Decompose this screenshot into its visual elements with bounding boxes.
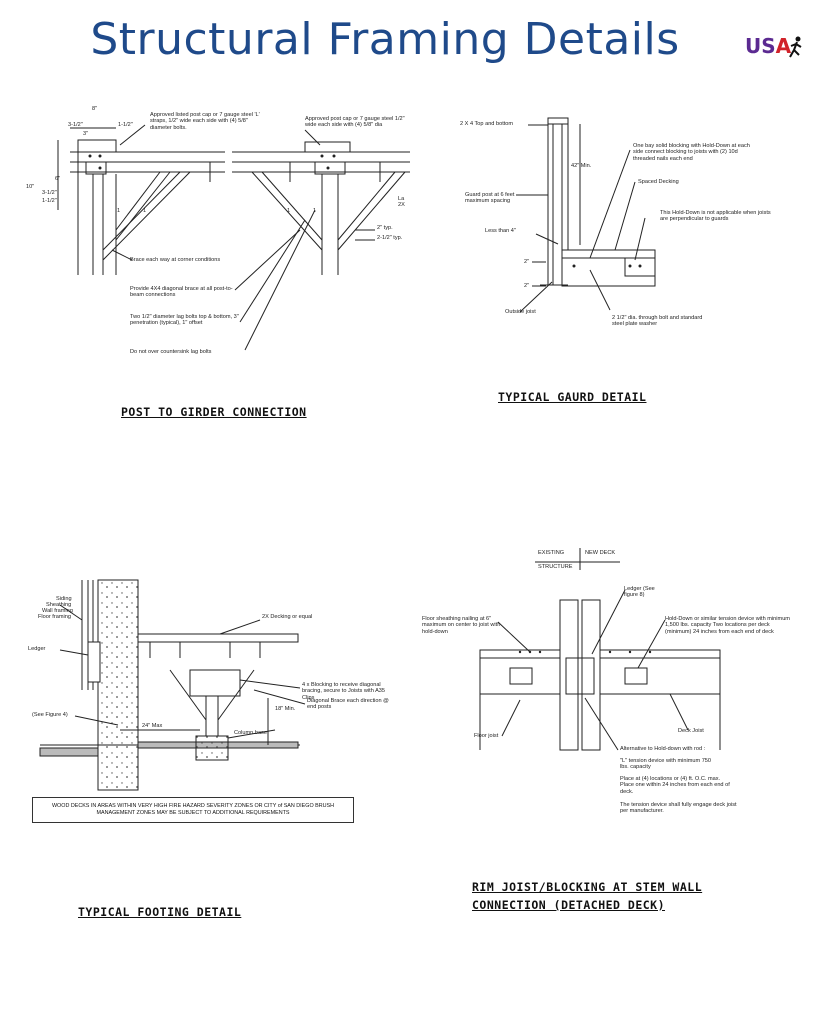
post-girder-drawing	[57, 124, 410, 351]
rim-joist-detail: EXISTING NEW DECK STRUCTURE Ledger (See …	[420, 540, 800, 830]
callout-ledger: Ledger (See figure 8)	[624, 586, 655, 599]
callout-solid-blocking: One bay solid blocking with Hold-Down at…	[633, 143, 750, 162]
callout-deck-joist: Deck Joist	[678, 728, 704, 734]
label-structure: STRUCTURE	[538, 564, 573, 570]
callout-partial: La 2X	[398, 196, 405, 209]
post-girder-detail: 8" 3-1/2" 1-1/2" 3" 6" 10" 3-1/2" 1-1/2"…	[0, 100, 420, 430]
dim-2in: 2"	[524, 259, 530, 265]
callout-column-base: Column base	[234, 730, 267, 736]
callout-post-cap: Approved listed post cap or 7 gauge stee…	[150, 112, 260, 131]
callout-alternative: Alternative to Hold-down with rod :	[620, 746, 706, 752]
rim-joist-drawing	[479, 548, 721, 751]
runner-icon	[789, 36, 802, 58]
dim-2in: 2"	[524, 283, 530, 289]
dim-less-than-4: Less than 4"	[485, 228, 516, 234]
callout-blocking: 4 x Blocking to receive diagonal bracing…	[302, 682, 386, 701]
caption-guard: TYPICAL GAURD DETAIL	[498, 390, 647, 404]
callout-outside-joist: Outside joist	[505, 309, 536, 315]
callout-brace-corner: Brace each way at corner conditions	[130, 257, 221, 263]
dim-label: 1-1/2"	[118, 122, 133, 128]
callout-hold-down: Hold-Down or similar tension device with…	[665, 616, 790, 635]
caption-footing: TYPICAL FOOTING DETAIL	[78, 905, 242, 919]
callout-l-tension: "L" tension device with minimum 750 lbs.…	[620, 758, 712, 771]
dim-label: 3-1/2"	[68, 122, 83, 128]
callout-siding: Siding	[56, 596, 72, 602]
guard-drawing	[516, 117, 656, 313]
dim-label: 1	[117, 208, 121, 214]
dim-label: 1	[313, 208, 317, 214]
dim-label: 10"	[26, 184, 35, 190]
callout-engage: The tension device shall fully engage de…	[620, 802, 737, 815]
callout-guard-post: Guard post at 6 feet maximum spacing	[465, 192, 515, 205]
dim-label: 2" typ.	[377, 225, 393, 231]
label-existing: EXISTING	[538, 550, 565, 556]
callout-lag-bolts: Two 1/2" diameter lag bolts top & bottom…	[130, 314, 239, 327]
callout-placement: Place at (4) locations or (4) ft. O.C. m…	[620, 776, 730, 795]
dim-18-min: 18" Min.	[275, 706, 296, 712]
fire-zone-warning: WOOD DECKS IN AREAS WITHIN VERY HIGH FIR…	[32, 797, 354, 823]
callout-countersink: Do not over countersink lag bolts	[130, 349, 212, 355]
label-new-deck: NEW DECK	[585, 550, 616, 556]
dim-label: 1-1/2"	[42, 198, 57, 204]
page-title: Structural Framing Details	[90, 14, 680, 65]
callout-wall-framing: Wall framing	[42, 608, 73, 614]
callout-floor-framing: Floor framing	[38, 614, 71, 620]
callout-holddown-note: This Hold-Down is not applicable when jo…	[660, 210, 771, 223]
callout-post-cap-right: Approved post cap or 7 gauge steel 1/2" …	[305, 116, 405, 129]
caption-post-girder: POST TO GIRDER CONNECTION	[121, 405, 307, 419]
caption-rim-joist-1: RIM JOIST/BLOCKING AT STEM WALL	[472, 880, 703, 894]
dim-24-max: 24" Max	[142, 723, 163, 729]
callout-diagonal-brace: Provide 4X4 diagonal brace at all post-t…	[130, 286, 233, 299]
callout-floor-sheathing: Floor sheathing nailing at 6" maximum on…	[422, 616, 501, 635]
callout-decking: 2X Decking or equal	[262, 614, 313, 620]
dim-label: 8"	[92, 106, 98, 112]
dim-label: 2-1/2" typ.	[377, 235, 403, 241]
caption-rim-joist-2: CONNECTION (DETACHED DECK)	[472, 898, 666, 912]
usa-logo: USA	[745, 30, 805, 64]
callout-spaced-decking: Spaced Decking	[638, 179, 679, 185]
guard-detail: 2 X 4 Top and bottom One bay solid block…	[440, 110, 800, 350]
dim-label: 6"	[55, 176, 61, 182]
callout-ledger: Ledger	[28, 646, 46, 652]
dim-label: 1	[143, 208, 147, 214]
dim-42-min: 42" Min.	[571, 163, 592, 169]
callout-diagonal-brace: Diagonal Brace each direction @ end post…	[307, 698, 389, 711]
dim-label: 3-1/2"	[42, 190, 57, 196]
callout-top-bottom: 2 X 4 Top and bottom	[460, 121, 514, 127]
callout-floor-joist: Floor joist	[474, 733, 499, 739]
callout-see-figure-4: (See Figure 4)	[32, 712, 68, 718]
callout-through-bolt: 2 1/2" dia. through bolt and standard st…	[612, 315, 703, 328]
footing-drawing	[39, 579, 306, 791]
dim-label: 1	[287, 208, 291, 214]
dim-label: 3"	[83, 131, 89, 137]
footing-detail: Siding Sheathing Wall framing Floor fram…	[0, 579, 400, 820]
callout-sheathing: Sheathing	[46, 602, 72, 608]
